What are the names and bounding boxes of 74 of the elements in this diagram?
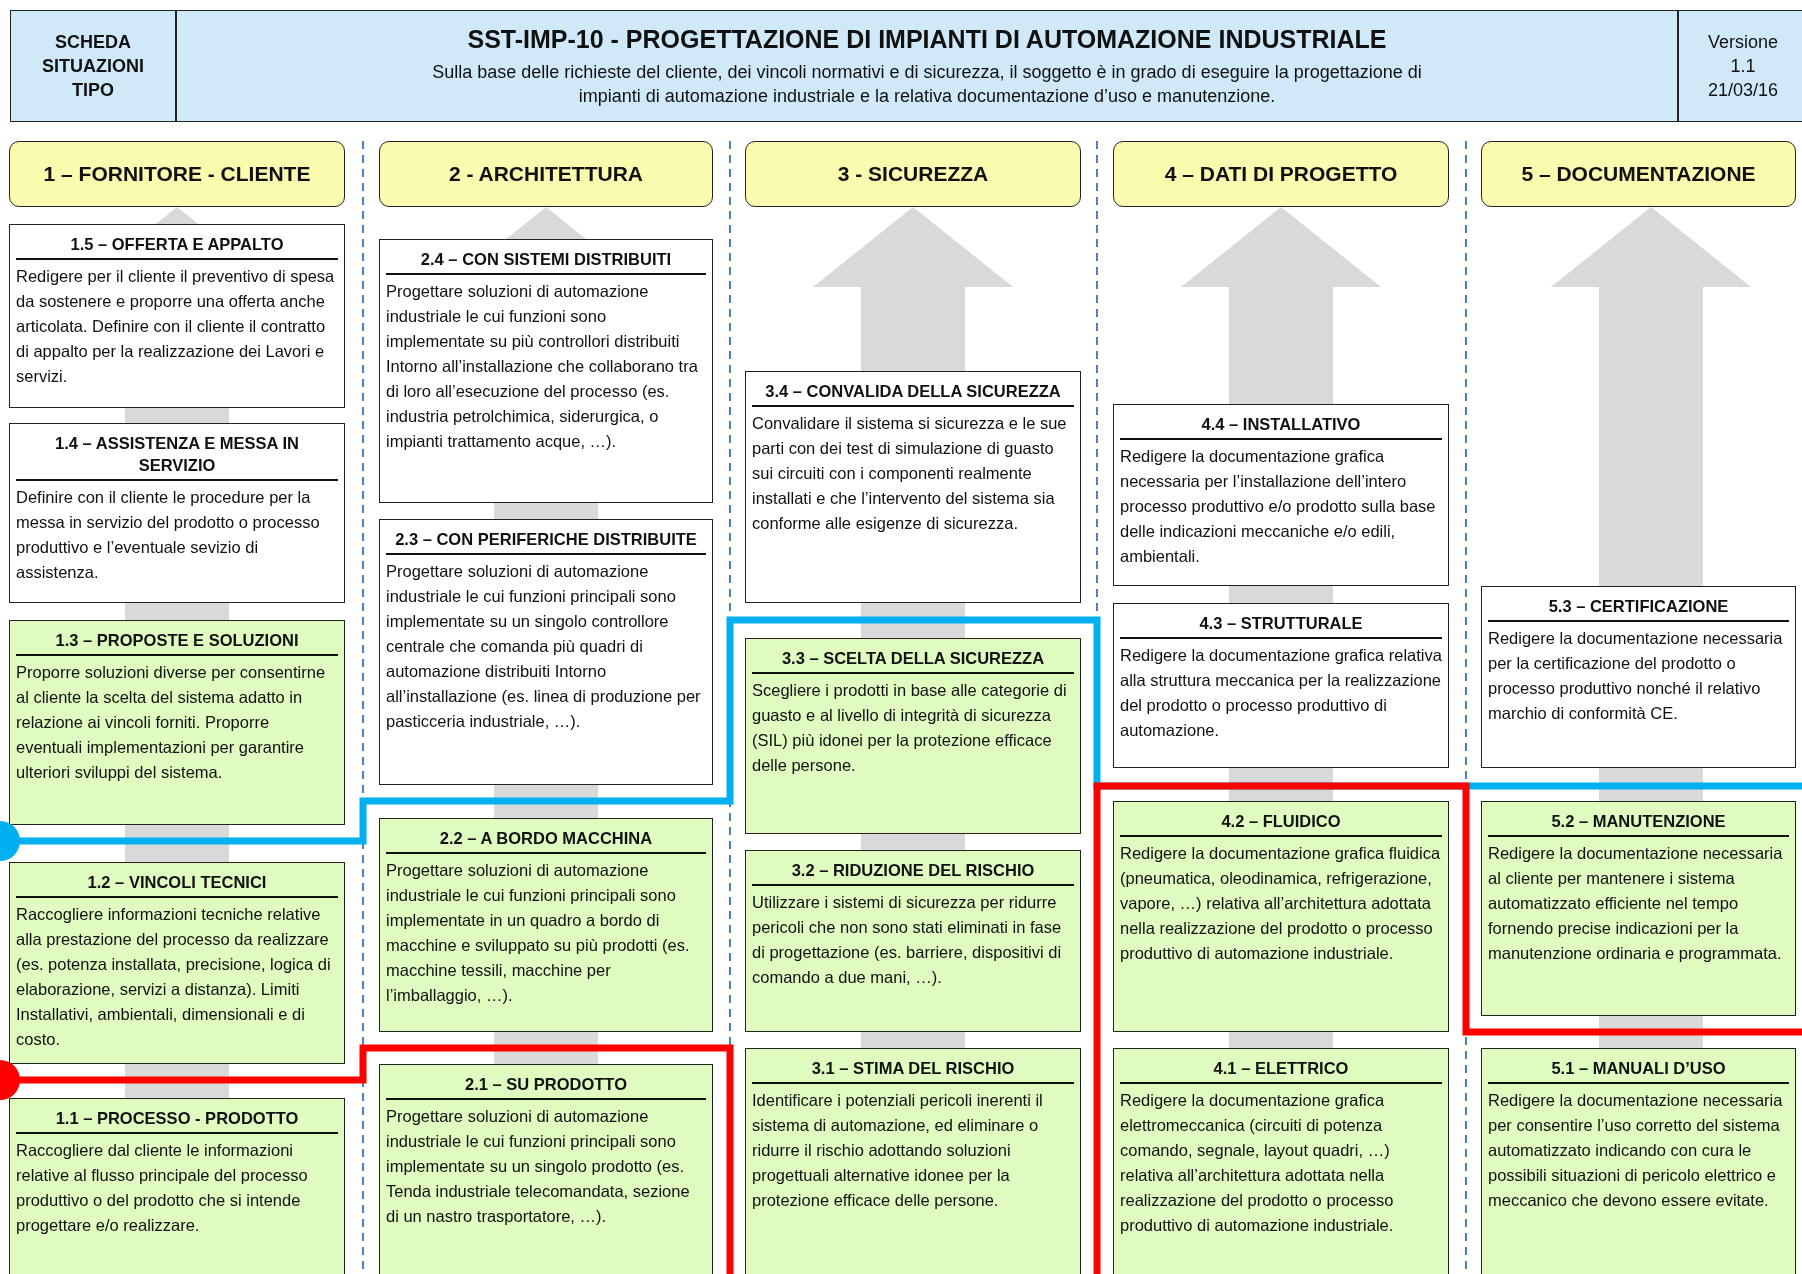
task-card: [379, 239, 713, 503]
task-card: [379, 519, 713, 785]
card-description: Redigere la documentazione grafica fluidica (pneumatica, oleodinamica, refrigerazione, vapore, …) relativa all’architettura adottata nella realizzazione del prodotto o processo produttivo di automazione industriale.: [1120, 843, 1442, 964]
task-card: [9, 224, 345, 408]
card-heading: 3.1 – STIMA DEL RISCHIO: [752, 1053, 1074, 1084]
card-heading: 4.1 – ELETTRICO: [1120, 1053, 1442, 1084]
card-heading: 2.3 – CON PERIFERICHE DISTRIBUITE: [386, 524, 706, 555]
card-heading: 1.3 – PROPOSTE E SOLUZIONI: [16, 625, 338, 656]
card-heading: 1.2 – VINCOLI TECNICI: [16, 867, 338, 898]
task-card: [9, 862, 345, 1064]
card-heading: 2.2 – A BORDO MACCHINA: [386, 823, 706, 854]
card-description: Scegliere i prodotti in base alle categorie di guasto e al livello di integrità di sicurezza (SIL) più idonei per la protezione efficace delle persone.: [752, 680, 1068, 776]
card-heading: 1.5 – OFFERTA E APPALTO: [16, 229, 338, 260]
task-card: [9, 423, 345, 603]
card-description: Raccogliere dal cliente le informazioni relative al flusso principale del processo produttivo o del prodotto che si intende progettare e/o realizzare.: [16, 1140, 309, 1236]
task-card: [745, 638, 1081, 834]
card-heading: 5.2 – MANUTENZIONE: [1488, 806, 1789, 837]
card-description: Redigere la documentazione necessaria al cliente per mantenere i sistema automatizzato efficiente nel tempo fornendo precise indicazioni per la manutenzione ordinaria e programmata.: [1488, 843, 1784, 964]
card-description: Redigere la documentazione grafica relativa alla struttura meccanica per la realizzazione del prodotto o processo produttivo di automazione.: [1120, 645, 1442, 741]
header-cell: [10, 10, 176, 122]
column-header: 5 – DOCUMENTAZIONE: [1481, 141, 1796, 207]
card-description: Redigere la documentazione necessaria per consentire l’uso corretto del sistema automatizzato indicando con cura le possibili situazioni di pericolo elettrico e meccanico che devono essere evitate.: [1488, 1090, 1784, 1211]
card-heading: 1.1 – PROCESSO - PRODOTTO: [16, 1103, 338, 1134]
version-text: 21/03/16: [1707, 79, 1779, 102]
task-card: [9, 620, 345, 825]
card-description: Convalidare il sistema si sicurezza e le sue parti con dei test di simulazione di guasto sui circuiti con i componenti realmente installati e che l’intervento del sistema sia conforme alle esigenze di sicurezza.: [752, 413, 1068, 534]
card-description: Redigere la documentazione necessaria per la certificazione del prodotto o processo produttivo nonché il relativo marchio di conformità CE.: [1488, 628, 1784, 724]
task-card: [1113, 801, 1449, 1032]
card-description: Redigere la documentazione grafica necessaria per l’installazione dell’intero processo produttivo e/o prodotto sulla base delle indicazioni meccaniche e/o edili, ambientali.: [1120, 446, 1437, 567]
task-card: [379, 1064, 713, 1274]
card-description: Definire con il cliente le procedure per la messa in servizio del prodotto o processo produttivo e l’eventuale sevizio di assistenza.: [16, 487, 321, 583]
header-cell: [176, 10, 1678, 122]
card-description: Utilizzare i sistemi di sicurezza per ridurre pericoli che non sono stati eliminati in fase di progettazione (es. barriere, dispositivi di comando a due mani, …).: [752, 892, 1063, 988]
task-card: [1481, 1048, 1796, 1274]
card-heading: 4.4 – INSTALLATIVO: [1120, 409, 1442, 440]
card-description: Redigere per il cliente il preventivo di spesa da sostenere e proporre una offerta anche articolata. Definire con il cliente il contratto di appalto per la realizzazione dei Lavori e servizi.: [16, 266, 336, 387]
card-description: Progettare soluzioni di automazione industriale le cui funzioni principali sono implementate su un singolo controllore centrale che comanda più quadri di automazione distribuiti Intorno all’installazione (es. linea di produzione per pasticceria industriale, …).: [386, 561, 702, 732]
card-heading: 5.1 – MANUALI D’USO: [1488, 1053, 1789, 1084]
card-heading: 5.3 – CERTIFICAZIONE: [1488, 591, 1789, 622]
task-card: [745, 850, 1081, 1032]
version-text: 1.1: [1730, 55, 1756, 78]
header-cell: [1678, 10, 1802, 122]
column-header: 3 - SICUREZZA: [745, 141, 1081, 207]
card-description: Redigere la documentazione grafica elettromeccanica (circuiti di potenza comando, segnale, layout quadri, …) relativa all’architettura adottata nella realizzazione del prodotto o processo produttivo di automazione industriale.: [1120, 1090, 1395, 1236]
card-heading: 2.4 – CON SISTEMI DISTRIBUITI: [386, 244, 706, 275]
version-text: Versione: [1707, 31, 1779, 54]
card-heading: 3.2 – RIDUZIONE DEL RISCHIO: [752, 855, 1074, 886]
task-card: [745, 1048, 1081, 1274]
card-description: Progettare soluzioni di automazione industriale le cui funzioni principali sono implementate in un quadro a bordo di macchine e sviluppato su più prodotti (es. macchine tessili, macchine per l’imballaggio, …).: [386, 860, 691, 1006]
card-description: Progettare soluzioni di automazione industriale le cui funzioni sono implementate su più controllori distribuiti Intorno all’installazione che collaborano tra di loro all’esecuzione del processo (es. industria petrolchimica, siderurgica, o impianti trattamento acque, …).: [386, 281, 699, 452]
card-heading: 2.1 – SU PRODOTTO: [386, 1069, 706, 1100]
task-card: [1481, 586, 1796, 768]
task-card: [1481, 801, 1796, 1016]
task-card: [379, 818, 713, 1032]
column-header: 1 – FORNITORE - CLIENTE: [9, 141, 345, 207]
task-card: [1113, 1048, 1449, 1274]
column-header: 2 - ARCHITETTURA: [379, 141, 713, 207]
task-card: [1113, 404, 1449, 586]
card-heading: 4.2 – FLUIDICO: [1120, 806, 1442, 837]
task-card: [745, 371, 1081, 603]
card-heading: 3.3 – SCELTA DELLA SICUREZZA: [752, 643, 1074, 674]
task-card: [1113, 603, 1449, 768]
card-description: Raccogliere informazioni tecniche relative alla prestazione del processo da realizzare (es. potenza installata, precisione, logica di elaborazione, servizi a distanza). Limiti Installativi, ambientali, dimensionali e di costo.: [16, 904, 332, 1050]
subtitle: Sulla base delle richieste del cliente, dei vincoli normativi e di sicurezza, il soggetto è in grado di eseguire la progettazione di impianti di automazione industriale e la relativa documentazione d’uso e manutenzione.: [431, 60, 1423, 108]
card-description: Identificare i potenziali pericoli inerenti il sistema di automazione, ed eliminare o ridurre il rischio adottando soluzioni progettuali alternative idonee per la protezione efficace delle persone.: [752, 1090, 1044, 1211]
card-heading: 3.4 – CONVALIDA DELLA SICUREZZA: [752, 376, 1074, 407]
card-heading: 4.3 – STRUTTURALE: [1120, 608, 1442, 639]
card-description: Proporre soluzioni diverse per consentirne al cliente la scelta del sistema adatto in relazione ai vincoli forniti. Proporre eventuali implementazioni per garantire ulteriori sviluppi del sistema.: [16, 662, 327, 783]
column-header: 4 – DATI DI PROGETTO: [1113, 141, 1449, 207]
card-heading: 1.4 – ASSISTENZA E MESSA IN SERVIZIO: [16, 428, 338, 481]
page-title: SST-IMP-10 - PROGETTAZIONE DI IMPIANTI DI AUTOMAZIONE INDUSTRIALE: [467, 24, 1387, 54]
task-card: [9, 1098, 345, 1274]
card-description: Progettare soluzioni di automazione industriale le cui funzioni principali sono implementate su un singolo prodotto (es. Tenda industriale telecomandata, sezione di un nastro trasportatore, …).: [386, 1106, 691, 1227]
header-label: SCHEDA SITUAZIONI TIPO: [41, 31, 145, 102]
